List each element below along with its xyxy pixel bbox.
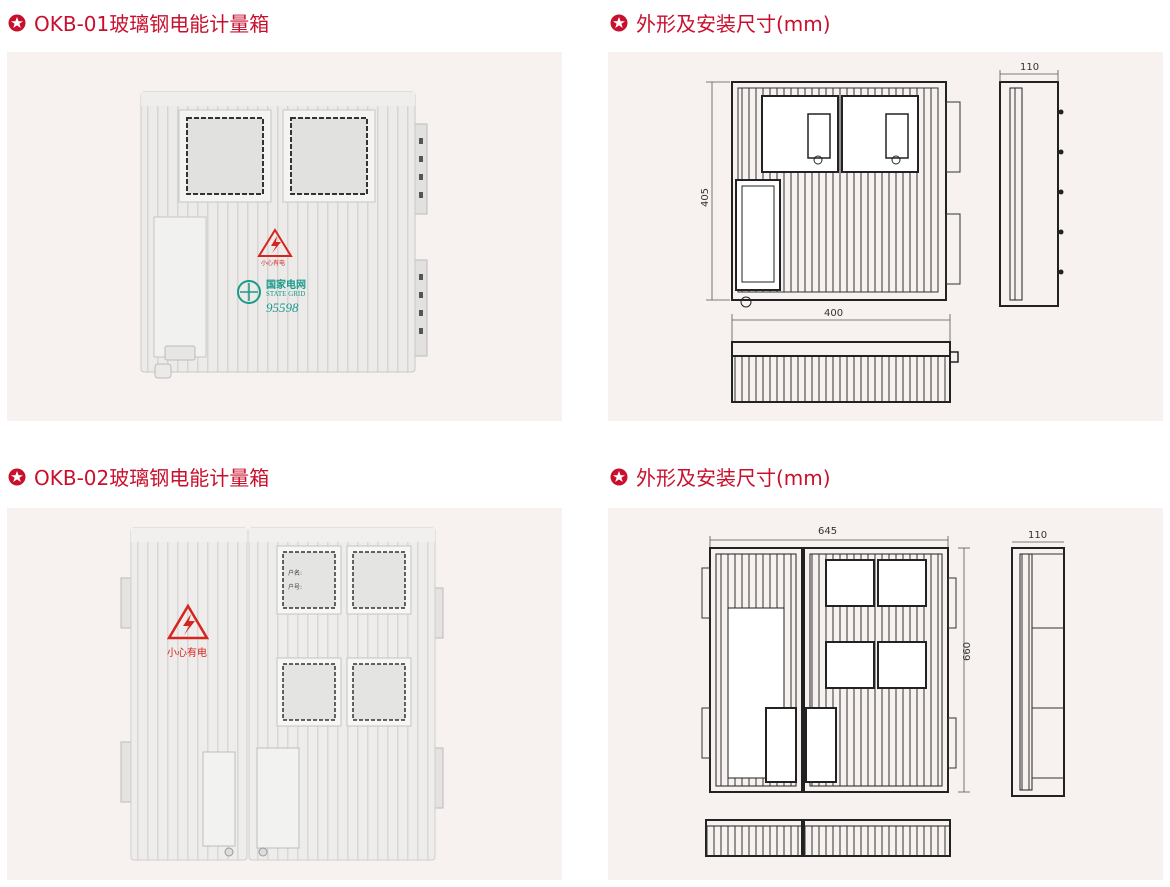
window-label-name: 户名:	[288, 570, 303, 577]
star-circle-icon	[8, 468, 26, 485]
dimension-height: 660	[962, 641, 974, 662]
section-title: OKB-01玻璃钢电能计量箱	[34, 12, 270, 36]
meter-box-illustration	[140, 91, 428, 379]
section-title: OKB-02玻璃钢电能计量箱	[34, 466, 270, 490]
meter-box-illustration	[120, 527, 444, 861]
state-grid-logo-en: STATE GRID	[266, 290, 306, 298]
section-title: 外形及安装尺寸(mm)	[636, 466, 831, 490]
star-circle-icon	[8, 14, 26, 31]
star-circle-icon	[610, 468, 628, 485]
warning-label: 小心有电	[261, 260, 286, 267]
dimension-width: 645	[818, 526, 838, 537]
dimension-height: 405	[700, 187, 712, 208]
product-photo-okb02: 小心有电 户名: 户号:	[7, 508, 562, 880]
window-label-no: 户号:	[288, 584, 303, 591]
section-heading-okb02: OKB-02玻璃钢电能计量箱	[8, 462, 269, 491]
dimension-drawing-okb02: 645 660 110	[608, 508, 1163, 880]
warning-label: 小心有电	[167, 648, 207, 659]
dimension-depth: 110	[1020, 62, 1040, 73]
hotline-number: 95598	[266, 300, 299, 315]
technical-drawing	[706, 70, 1064, 403]
star-circle-icon	[610, 14, 628, 31]
section-heading-dimensions-1: 外形及安装尺寸(mm)	[610, 8, 831, 37]
dimension-drawing-okb01: 405 110 400	[608, 52, 1163, 421]
dimension-width: 400	[824, 308, 844, 319]
section-title: 外形及安装尺寸(mm)	[636, 12, 831, 36]
technical-drawing	[701, 536, 1065, 857]
section-heading-dimensions-2: 外形及安装尺寸(mm)	[610, 462, 831, 491]
state-grid-logo-cn: 国家电网	[266, 280, 306, 291]
product-photo-okb01: 小心有电 国家电网 STATE GRID 95598	[7, 52, 562, 421]
section-heading-okb01: OKB-01玻璃钢电能计量箱	[8, 8, 269, 37]
dimension-depth: 110	[1028, 530, 1048, 541]
